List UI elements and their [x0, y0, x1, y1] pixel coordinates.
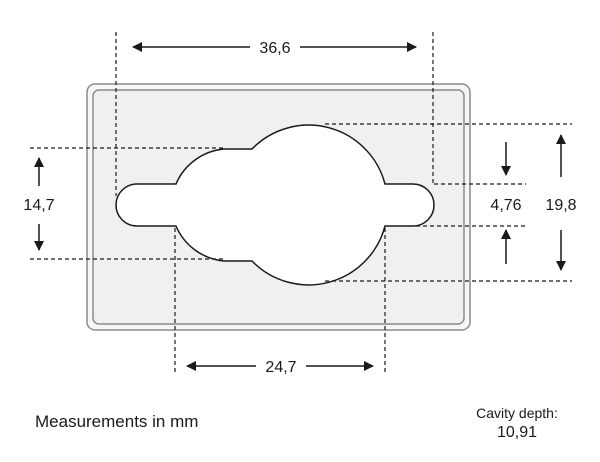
dimension-left-height: 14,7: [23, 157, 55, 251]
dimension-top-width: 36,6: [132, 40, 417, 57]
cavity-depth-value: 10,91: [496, 424, 538, 441]
dimension-neck-height: 4,76: [490, 142, 522, 264]
dimension-label-left-height: 14,7: [23, 197, 54, 214]
dimension-label-bottom-width: 24,7: [265, 359, 296, 376]
dimension-label-top-width: 36,6: [259, 40, 290, 57]
cavity-depth-label: Cavity depth:: [476, 405, 558, 421]
dimension-label-neck-height: 4,76: [490, 197, 521, 214]
dimension-label-circle-height: 19,8: [545, 197, 576, 214]
extension-lines: [30, 32, 572, 374]
cavity-depth: Cavity depth: 10,91: [458, 403, 576, 443]
units-note: Measurements in mm: [35, 412, 199, 431]
dimension-circle-height: 19,8: [545, 134, 577, 271]
dimension-bottom-width: 24,7: [186, 359, 374, 376]
cavity-outline: [115, 124, 435, 286]
